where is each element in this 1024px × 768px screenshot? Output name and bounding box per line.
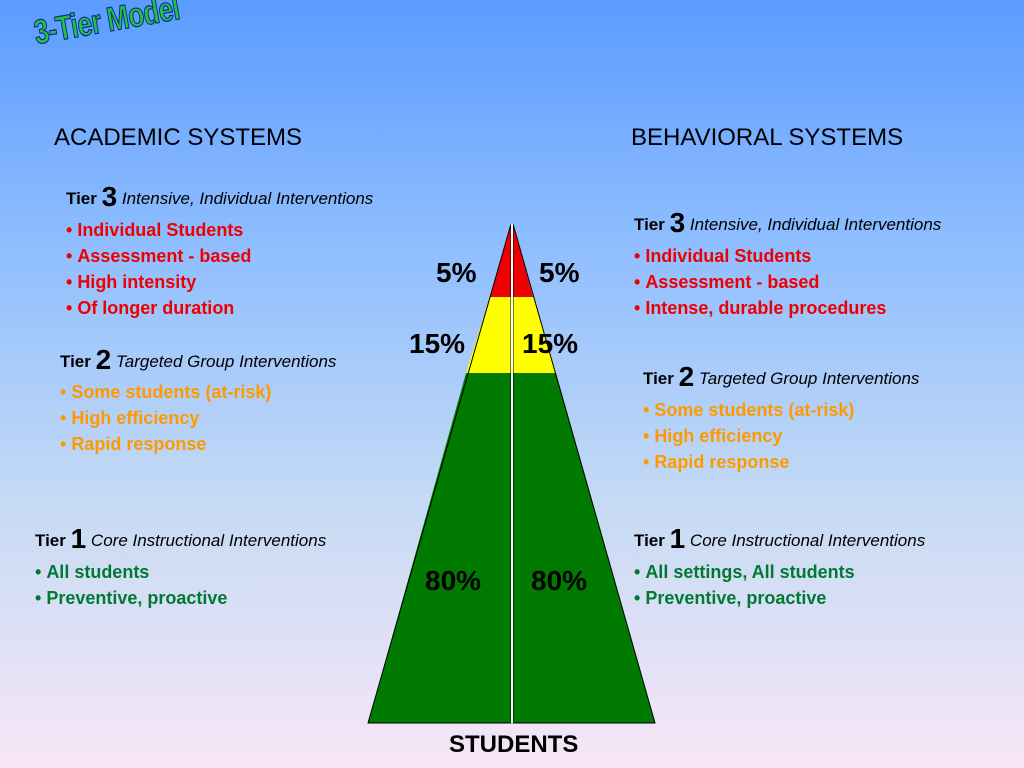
behavioral-tier2-bullets: Some students (at-risk) High efficiency …: [643, 397, 854, 475]
bullet-item: Preventive, proactive: [634, 585, 855, 611]
bullet-item: High intensity: [66, 269, 251, 295]
behavioral-tier1-bullets: All settings, All students Preventive, p…: [634, 559, 855, 611]
bullet-item: Some students (at-risk): [60, 379, 271, 405]
academic-tier1-heading: Tier 1 Core Instructional Interventions: [35, 523, 326, 555]
pct-tier1-right: 80%: [531, 565, 588, 596]
bullet-item: All students: [35, 559, 227, 585]
pct-tier1-left: 80%: [425, 565, 482, 596]
academic-tier2-bullets: Some students (at-risk) High efficiency …: [60, 379, 271, 457]
pyramid-right-tier1: [513, 373, 655, 723]
bullet-item: Some students (at-risk): [643, 397, 854, 423]
tier-number: 2: [95, 344, 112, 375]
pct-tier2-left: 15%: [409, 328, 466, 359]
bullet-item: Intense, durable procedures: [634, 295, 886, 321]
tier-description: Targeted Group Interventions: [698, 369, 920, 388]
students-label: STUDENTS: [449, 731, 579, 758]
bullet-item: Of longer duration: [66, 295, 251, 321]
bullet-item: Assessment - based: [634, 269, 886, 295]
pyramid-left-tier2: [466, 297, 511, 373]
tier-number: 3: [101, 181, 118, 212]
pct-tier3-right: 5%: [539, 257, 580, 288]
behavioral-tier3-heading: Tier 3 Intensive, Individual Interventio…: [634, 207, 941, 239]
tier-word: Tier: [60, 352, 91, 371]
tier-number: 1: [70, 523, 87, 554]
pct-tier3-left: 5%: [436, 257, 477, 288]
tier-description: Intensive, Individual Interventions: [689, 215, 942, 234]
academic-systems-heading: ACADEMIC SYSTEMS: [54, 124, 303, 151]
tier-word: Tier: [634, 531, 665, 550]
tier-number: 3: [669, 207, 686, 238]
bullet-item: Assessment - based: [66, 243, 251, 269]
bullet-item: High efficiency: [643, 423, 854, 449]
academic-tier1-bullets: All students Preventive, proactive: [35, 559, 227, 611]
bullet-item: Rapid response: [643, 449, 854, 475]
tier-number: 1: [669, 523, 686, 554]
bullet-item: Individual Students: [66, 217, 251, 243]
tier-description: Core Instructional Interventions: [90, 531, 327, 550]
bullet-item: Preventive, proactive: [35, 585, 227, 611]
bullet-item: All settings, All students: [634, 559, 854, 585]
pct-tier2-right: 15%: [522, 328, 579, 359]
tier-description: Intensive, Individual Interventions: [121, 189, 374, 208]
bullet-item: Individual Students: [634, 243, 886, 269]
behavioral-tier3-bullets: Individual Students Assessment - based I…: [634, 243, 886, 321]
tier-word: Tier: [643, 369, 674, 388]
tier-description: Core Instructional Interventions: [689, 531, 926, 550]
tier-description: Targeted Group Interventions: [115, 352, 337, 371]
behavioral-systems-heading: BEHAVIORAL SYSTEMS: [631, 124, 904, 151]
pyramid-left-tier1: [368, 373, 511, 723]
bullet-item: High efficiency: [60, 405, 271, 431]
academic-tier3-heading: Tier 3 Intensive, Individual Interventio…: [66, 181, 373, 213]
tier-word: Tier: [66, 189, 97, 208]
tier-word: Tier: [35, 531, 66, 550]
pyramid-right-tier2: [513, 297, 556, 373]
behavioral-tier1-heading: Tier 1 Core Instructional Interventions: [634, 523, 925, 555]
behavioral-tier2-heading: Tier 2 Targeted Group Interventions: [643, 361, 919, 393]
academic-tier3-bullets: Individual Students Assessment - based H…: [66, 217, 251, 321]
tier-number: 2: [678, 361, 695, 392]
tier-word: Tier: [634, 215, 665, 234]
bullet-item: Rapid response: [60, 431, 271, 457]
academic-tier2-heading: Tier 2 Targeted Group Interventions: [60, 344, 336, 376]
